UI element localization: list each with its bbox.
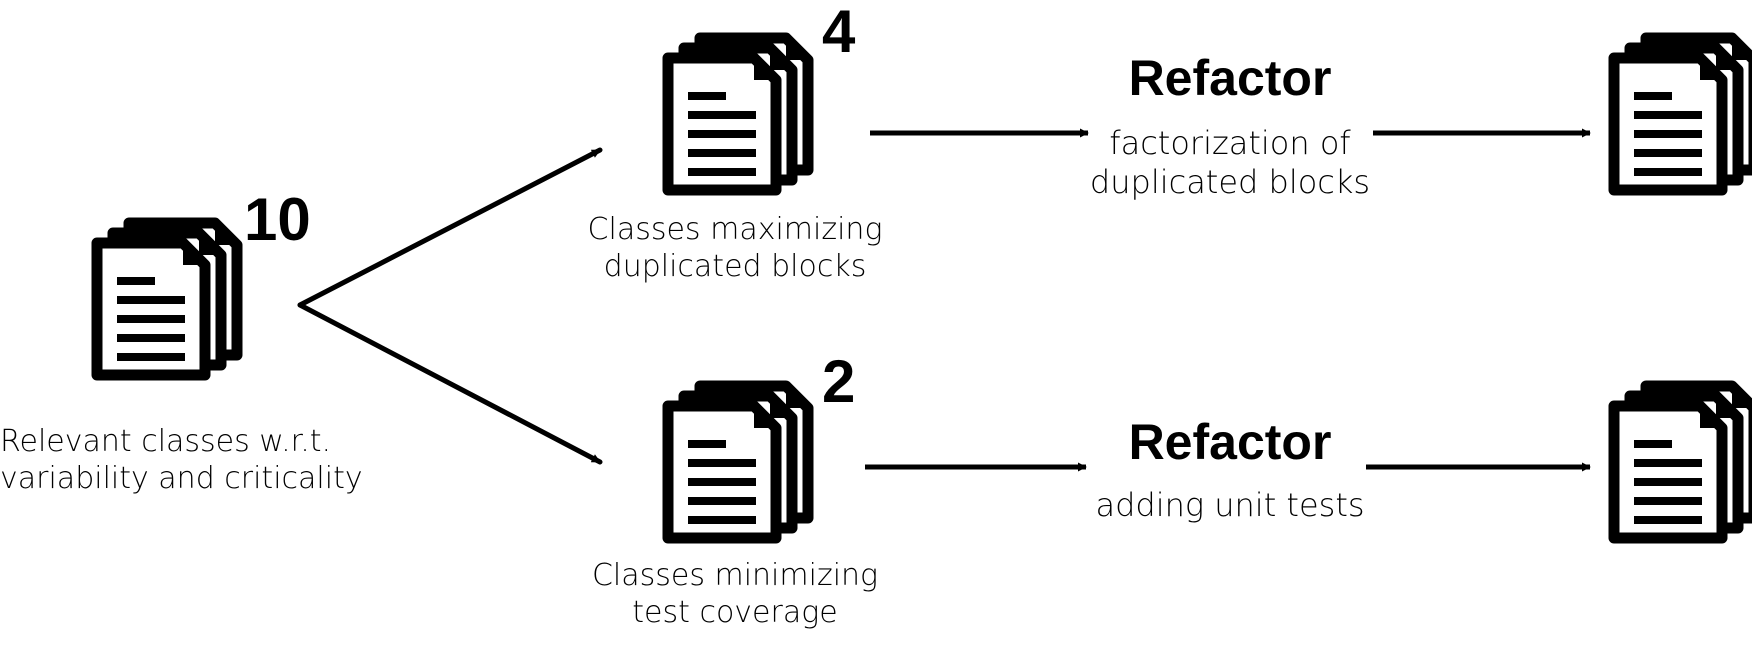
refactor-coverage-title: Refactor — [1128, 414, 1332, 470]
refactor-coverage-description: adding unit tests — [1060, 486, 1400, 525]
flow-arrows — [865, 128, 1591, 472]
duplicated-label-line1: Classes maximizing — [587, 212, 883, 247]
duplicated-documents-icon — [668, 38, 808, 190]
refactor-duplicated-title: Refactor — [1128, 50, 1332, 106]
refactor-coverage-line1: adding unit tests — [1095, 486, 1365, 524]
arrow-to-coverage — [297, 302, 603, 465]
duplicated-label: Classes maximizing duplicated blocks — [585, 212, 885, 285]
arrow-to-duplicated — [297, 147, 603, 308]
source-label-line1: Relevant classes w.r.t. — [0, 424, 332, 459]
source-count: 10 — [244, 186, 311, 253]
refactor-duplicated-line2: duplicated blocks — [1089, 163, 1371, 202]
source-label-line2: variability and criticality — [0, 460, 363, 496]
refactored-duplicated-documents-icon — [1614, 38, 1752, 190]
refactor-duplicated-line1: factorization of — [1109, 124, 1351, 162]
coverage-label-line1: Classes minimizing — [591, 558, 879, 593]
source-documents-icon — [97, 223, 237, 375]
coverage-label-line2: test coverage — [632, 594, 838, 630]
coverage-count: 2 — [822, 348, 856, 415]
source-label: Relevant classes w.r.t. variability and … — [0, 424, 363, 497]
coverage-documents-icon — [668, 386, 808, 538]
coverage-label: Classes minimizing test coverage — [585, 558, 885, 631]
refactored-coverage-documents-icon — [1614, 386, 1752, 538]
branch-arrows — [297, 147, 603, 465]
duplicated-count: 4 — [822, 0, 856, 65]
refactor-duplicated-description: factorization of duplicated blocks — [1060, 124, 1400, 202]
duplicated-label-line2: duplicated blocks — [603, 248, 867, 284]
